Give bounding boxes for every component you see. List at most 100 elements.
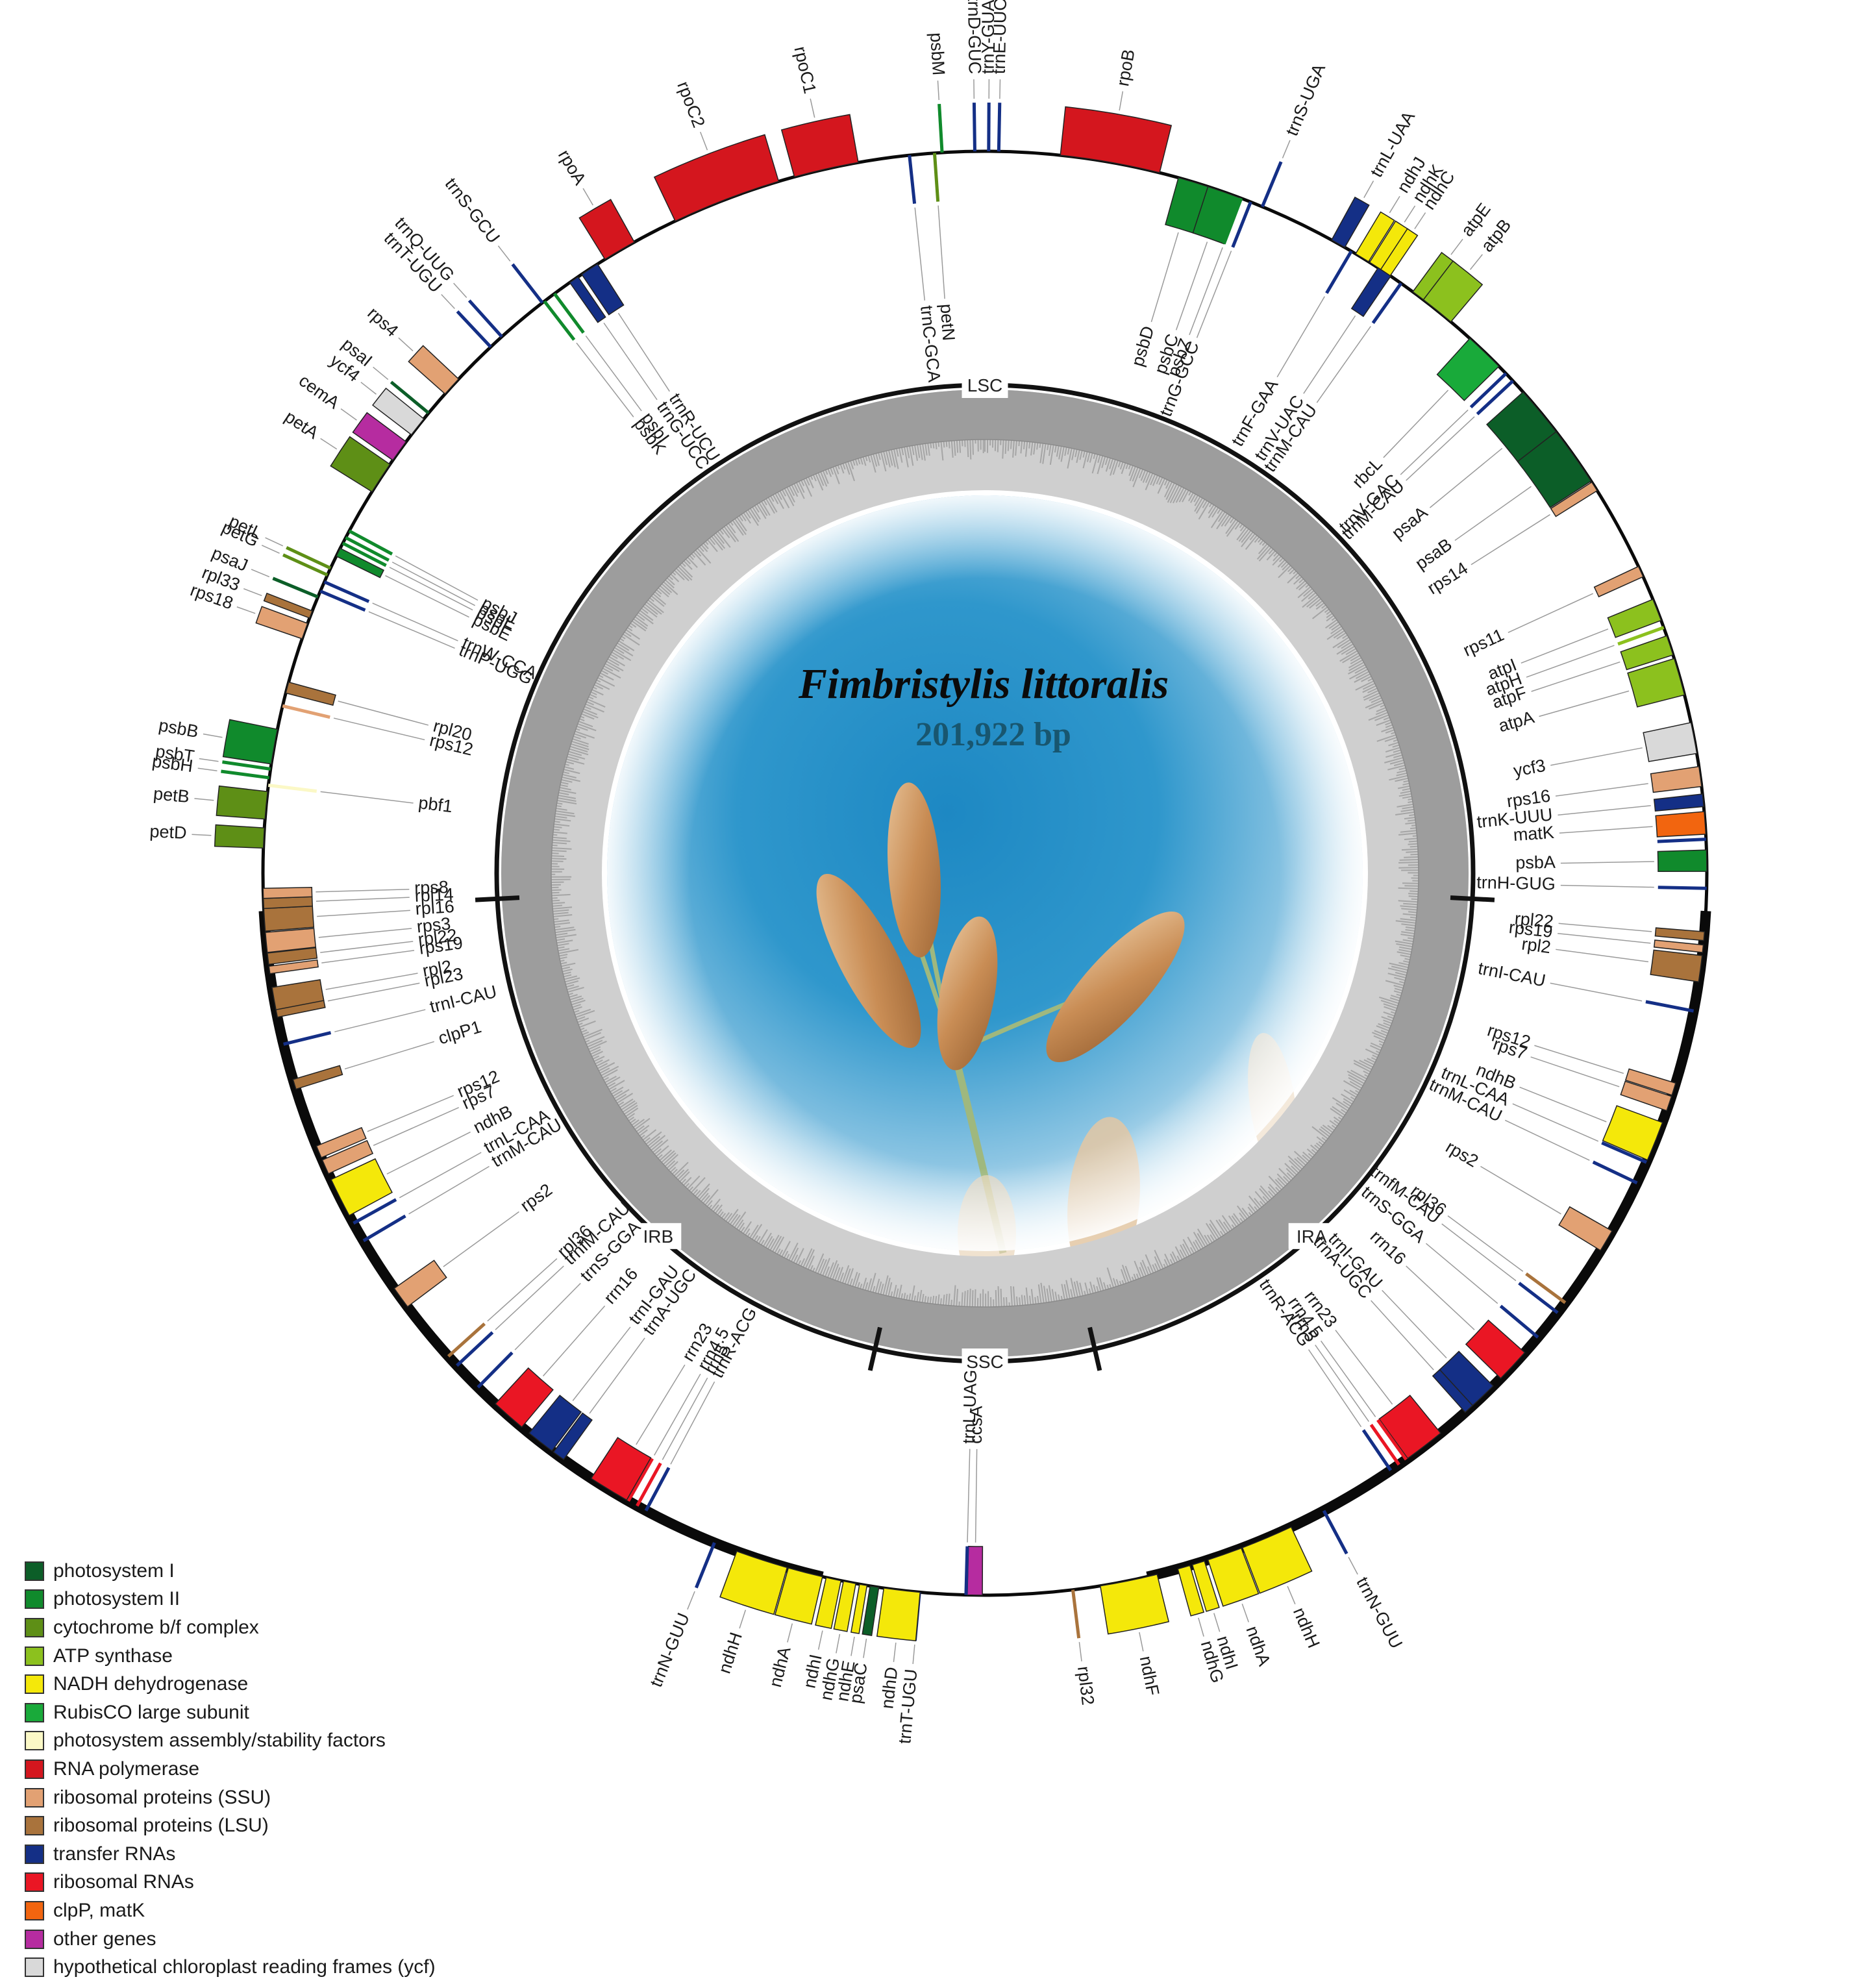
label-leader [251, 569, 270, 578]
gene-block [263, 592, 313, 619]
label-leader [1519, 1086, 1607, 1123]
legend-label: hypothetical chloroplast reading frames … [53, 1956, 436, 1978]
gene-mark [938, 103, 944, 153]
gene-block [335, 547, 384, 578]
gene-mark [348, 529, 393, 556]
gene-mark [1071, 1589, 1081, 1639]
label-leader [700, 131, 708, 151]
gene-rpl22: rpl22 [266, 925, 458, 965]
label-leader [398, 337, 414, 352]
gene-rrn16: rrn16 [1367, 1226, 1526, 1380]
label-leader [1389, 195, 1400, 214]
label-leader [1335, 1330, 1393, 1405]
gene-mark [1658, 886, 1707, 890]
legend-label: other genes [53, 1928, 156, 1950]
label-leader [1303, 315, 1356, 394]
legend-item-psii: photosystem II [25, 1585, 609, 1614]
gene-block [1624, 1068, 1676, 1096]
label-leader [1504, 1119, 1590, 1161]
gene-rps8: rps8 [262, 877, 449, 899]
gene-mark [543, 300, 576, 341]
gene-rpl22: rpl22 [1514, 909, 1706, 941]
label-leader [373, 366, 389, 380]
legend-swatch [25, 1674, 44, 1695]
gene-mark [1325, 250, 1353, 294]
gene-mark [1261, 161, 1283, 208]
gene-rps2: rps2 [1443, 1137, 1613, 1252]
gene-block [967, 1545, 984, 1596]
gene-mark [1499, 1304, 1539, 1339]
label-leader [327, 982, 420, 1002]
gene-block [1643, 721, 1698, 762]
gene-label: trnS-UGA [1282, 61, 1330, 139]
gene-block [1593, 565, 1644, 598]
gene-petd: petD [149, 821, 265, 849]
gene-block [1655, 811, 1707, 838]
gene-block [1653, 939, 1704, 953]
region-label-ssc: SSC [966, 1352, 1004, 1372]
label-leader [443, 1211, 519, 1267]
legend-label: ribosomal proteins (LSU) [53, 1815, 269, 1837]
gene-label: petN [937, 303, 959, 342]
label-leader [391, 562, 476, 606]
legend-item-trn: transfer RNAs [25, 1840, 609, 1869]
gene-label: atpA [1496, 707, 1537, 736]
legend-item-rpl: ribosomal proteins (LSU) [25, 1811, 609, 1840]
region-label-bg [962, 1348, 1008, 1374]
gene-label: ndhF [1136, 1654, 1163, 1697]
label-leader [320, 941, 414, 953]
gene-label: trnN-GUU [1352, 1574, 1406, 1652]
gene-ndhd: ndhD [876, 1587, 921, 1710]
gene-rpob: rpoB [1060, 48, 1173, 173]
legend-label: cytochrome b/f complex [53, 1616, 259, 1638]
gene-label: trnL-UAG [959, 1369, 980, 1444]
label-leader [1175, 242, 1208, 330]
gene-block [1465, 1319, 1526, 1380]
gene-block [1432, 1369, 1474, 1413]
gene-trns-uga: trnS-UGA [1261, 61, 1330, 208]
label-leader [385, 575, 469, 618]
gene-label: ndhD [877, 1666, 901, 1710]
gene-block [268, 959, 319, 975]
gene-block [1650, 765, 1702, 793]
label-leader [582, 188, 593, 206]
gene-block [222, 719, 279, 765]
gene-label: cemA [295, 371, 343, 413]
legend-item-oth: other genes [25, 1925, 609, 1954]
gene-trnc-gca: trnC-GCA [908, 155, 944, 383]
gene-mark [477, 1351, 514, 1389]
gene-mark [1369, 1424, 1400, 1466]
gene-trnk-uuu [1657, 838, 1706, 843]
label-leader [863, 1638, 867, 1658]
label-leader [1558, 923, 1652, 932]
gene-mark [282, 553, 329, 577]
gene-block [1436, 338, 1500, 401]
gene-label: trnI-CAU [1476, 958, 1547, 990]
gene-label: rpoC1 [790, 45, 819, 95]
legend-label: ATP synthase [53, 1645, 173, 1667]
legend-item-atp: ATP synthase [25, 1642, 609, 1671]
label-leader [1560, 884, 1654, 888]
label-leader [1241, 1604, 1249, 1622]
label-leader [399, 1152, 482, 1199]
gene-trnm-cau: trnM-CAU [1260, 282, 1403, 475]
label-leader [194, 798, 214, 801]
label-leader [203, 733, 223, 738]
gene-mark [323, 580, 370, 603]
backbone-circle [261, 149, 1709, 1597]
legend-swatch [25, 1561, 44, 1581]
label-leader [1508, 593, 1593, 634]
label-leader [1521, 628, 1609, 664]
gene-block [1550, 481, 1598, 517]
legend-label: photosystem assembly/stability factors [53, 1730, 386, 1752]
gene-label: rpl32 [1074, 1665, 1098, 1706]
gene-rpl36: rpl36 [1407, 1181, 1567, 1304]
legend-swatch [25, 1589, 44, 1609]
gene-block [1558, 1206, 1613, 1252]
legend-item-ycf: hypothetical chloroplast reading frames … [25, 1953, 609, 1982]
legend-label: ribosomal RNAs [53, 1871, 194, 1893]
label-leader [1558, 805, 1651, 816]
legend-item-rps: ribosomal proteins (SSU) [25, 1783, 609, 1812]
label-leader [408, 1165, 490, 1215]
